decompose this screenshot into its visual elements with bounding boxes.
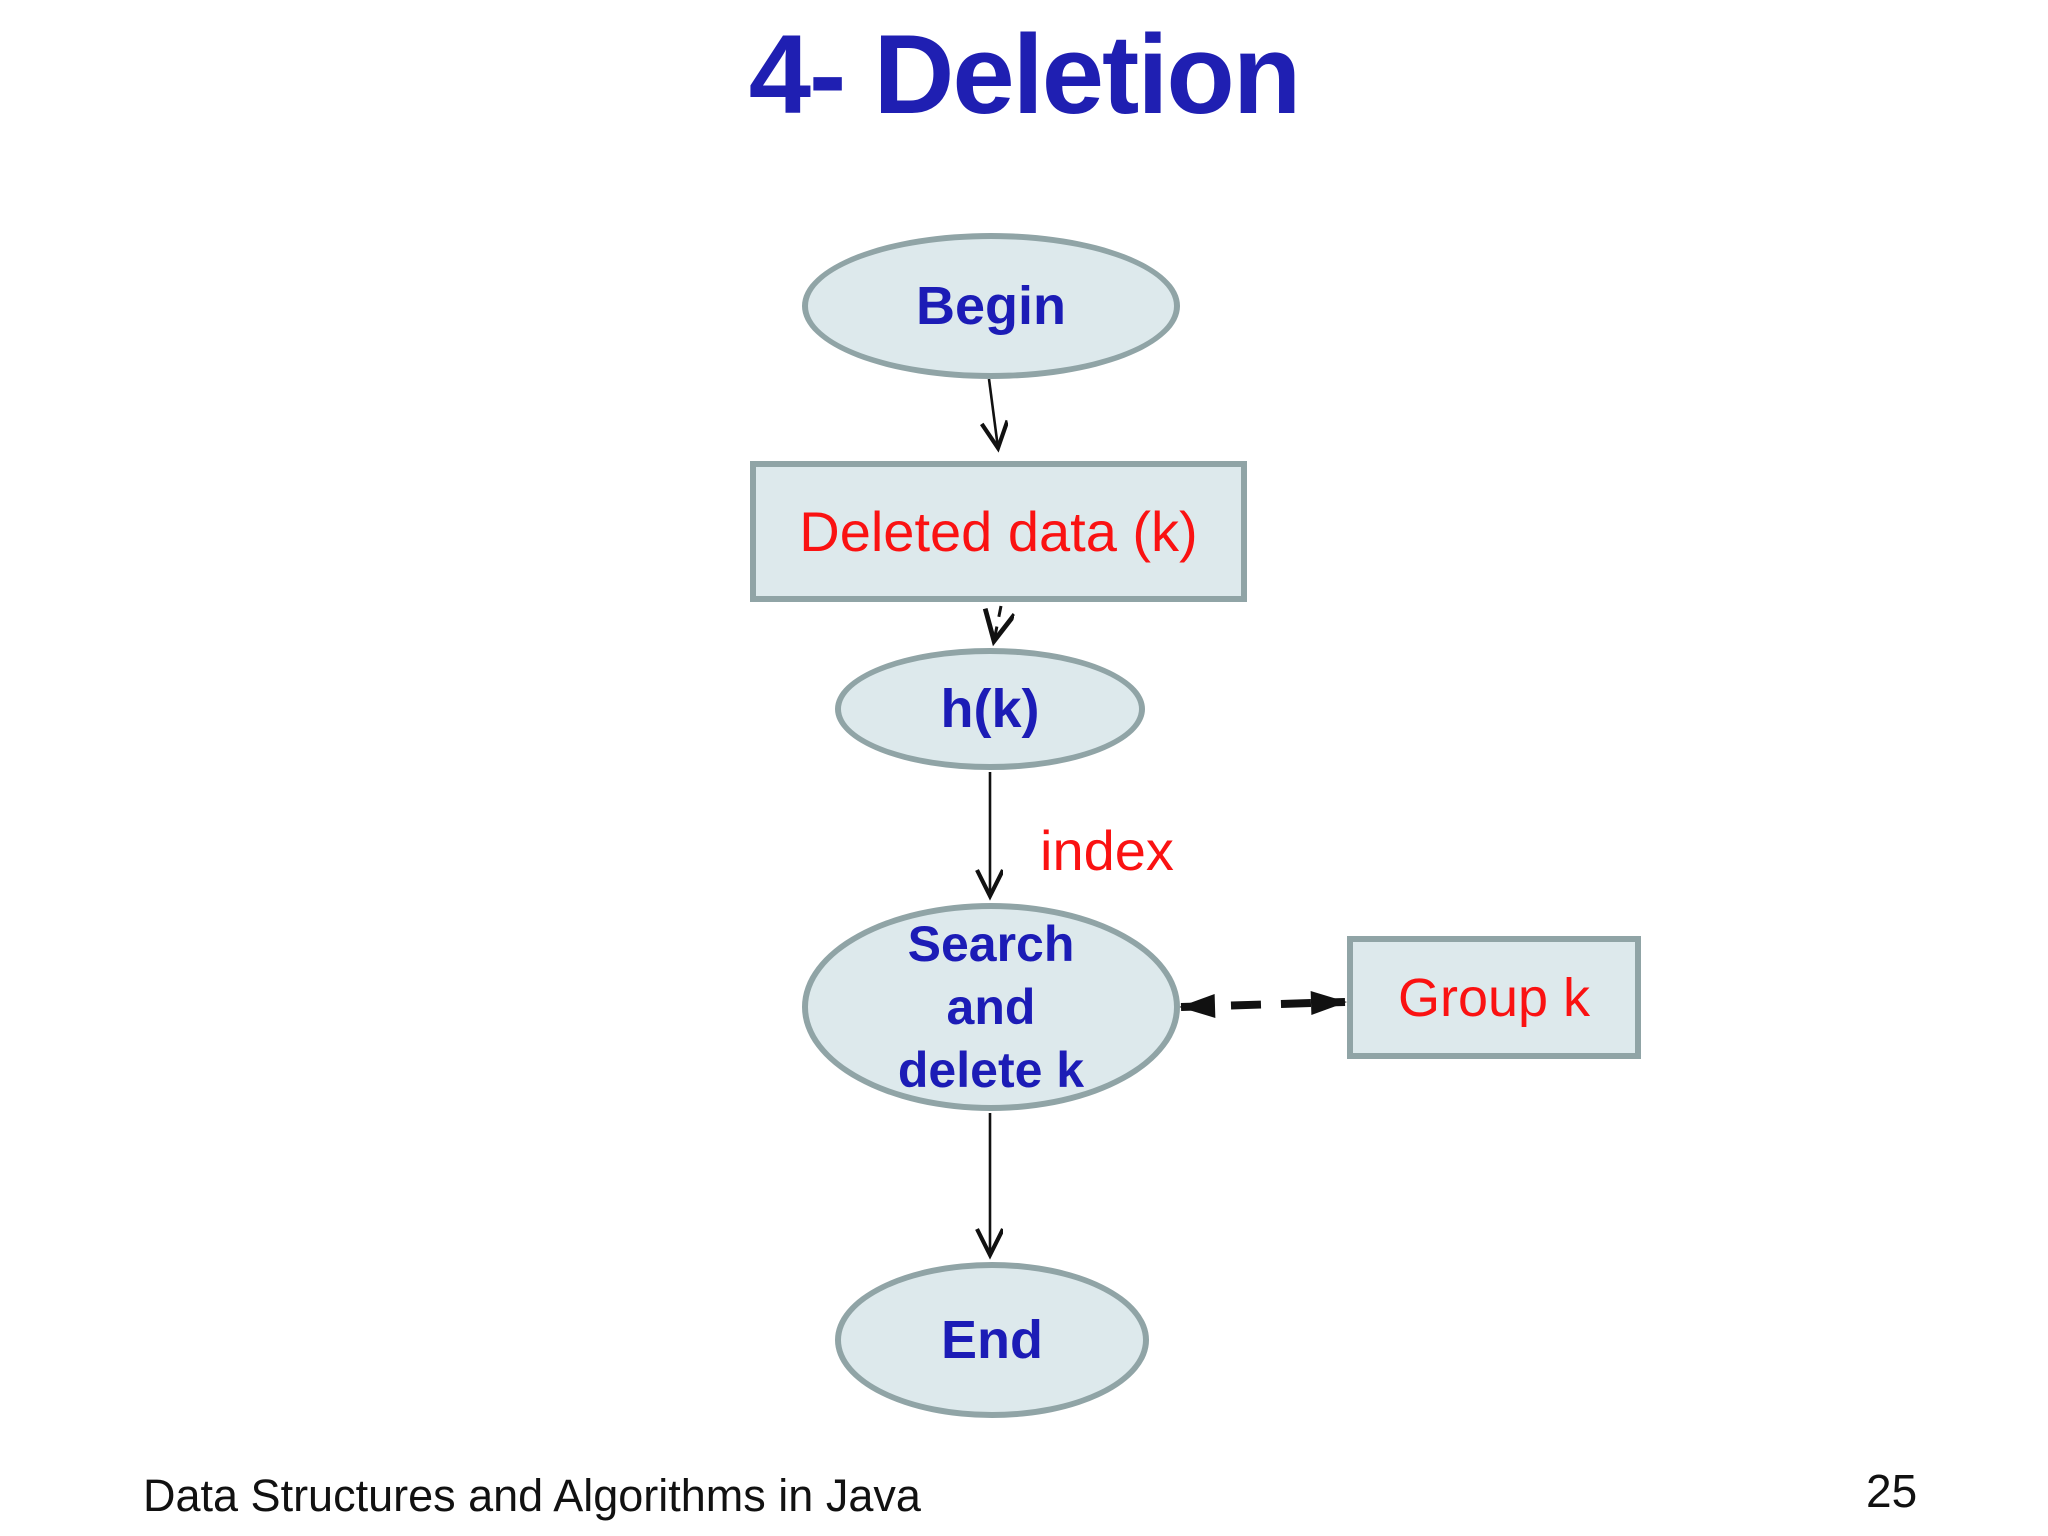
flow-node-end: End [835,1262,1149,1418]
flow-node-group-k-label: Group k [1397,967,1591,1028]
flow-node-search-delete-line1: Search [907,915,1075,972]
flow-node-search-delete: Search and delete k [802,903,1180,1111]
flow-node-begin: Begin [802,233,1180,379]
page-number: 25 [1866,1465,1918,1517]
footer-course-title: Data Structures and Algorithms in Java [143,1470,921,1521]
arrow-search-group-bidirectional-dashed [1179,991,1347,1018]
arrow-begin-to-deleted-data [989,378,998,448]
flow-node-deleted-data: Deleted data (k) [750,461,1247,602]
flow-node-hash-function: h(k) [835,648,1145,770]
flow-node-search-delete-line2: and [946,978,1036,1035]
arrow-deleted-data-to-hk-dashed [994,605,1001,641]
flow-node-end-label: End [941,1310,1043,1370]
edge-label-index: index [1040,819,1174,882]
flow-node-hash-function-label: h(k) [940,679,1040,739]
flow-node-group-k: Group k [1347,936,1641,1059]
flow-node-search-delete-line3: delete k [897,1041,1085,1098]
slide-title: 4- Deletion [748,12,1302,137]
flow-node-begin-label: Begin [915,276,1066,336]
flow-node-deleted-data-label: Deleted data (k) [799,500,1198,563]
